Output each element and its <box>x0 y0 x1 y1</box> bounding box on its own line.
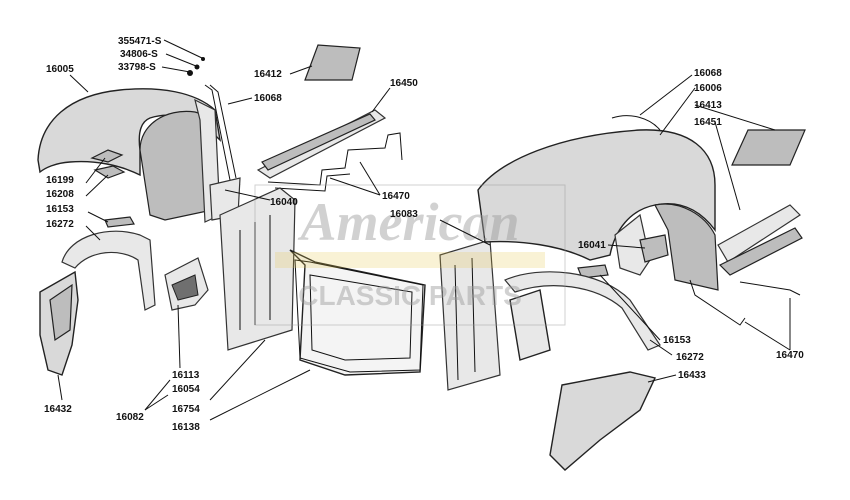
right-filler-16413 <box>731 129 806 166</box>
watermark-line1: American <box>297 192 519 252</box>
stone-shield-16432 <box>39 270 79 376</box>
right-fender-brace-16068 <box>611 115 661 131</box>
label-16113: 16113 <box>172 370 200 381</box>
bracket-16153 <box>104 216 135 228</box>
right-side-panel-16083 <box>439 239 501 391</box>
left-side-panel-16754 <box>219 187 296 351</box>
label-16208: 16208 <box>46 189 74 200</box>
label-16451: 16451 <box>694 117 722 128</box>
right-front-fender <box>477 129 719 291</box>
label-16040: 16040 <box>270 197 298 208</box>
part-number-labels: 355471-S 34806-S 33798-S 16005 16412 160… <box>44 36 804 433</box>
label-16153-left: 16153 <box>46 204 74 215</box>
label-16433: 16433 <box>678 370 706 381</box>
splash-apron-16450 <box>256 109 387 179</box>
left-brackets-16470 <box>267 132 403 192</box>
bracket-16041 <box>639 234 669 263</box>
left-filler-16412 <box>304 44 361 81</box>
wheelhouse-arch-16272 <box>61 230 156 311</box>
label-355471-s: 355471-S <box>118 36 162 47</box>
label-16005: 16005 <box>46 64 74 75</box>
label-16199: 16199 <box>46 175 74 186</box>
label-16272-right: 16272 <box>676 352 704 363</box>
label-16754: 16754 <box>172 404 200 415</box>
radiator-frame-16138 <box>289 249 426 376</box>
right-stone-shield-16433 <box>549 371 656 471</box>
label-16068-left: 16068 <box>254 93 282 104</box>
label-16272-left: 16272 <box>46 219 74 230</box>
housing-16113 <box>164 257 209 311</box>
label-16054: 16054 <box>172 384 200 395</box>
label-16138: 16138 <box>172 422 200 433</box>
label-16006: 16006 <box>694 83 722 94</box>
right-wheelhouse-arch-16272 <box>504 271 661 361</box>
label-16413: 16413 <box>694 100 722 111</box>
label-16041: 16041 <box>578 240 606 251</box>
label-16068-right: 16068 <box>694 68 722 79</box>
label-16412: 16412 <box>254 69 282 80</box>
watermark-logo: American CLASSIC PARTS <box>254 184 566 326</box>
right-brackets-16470 <box>689 279 801 326</box>
label-16470-left: 16470 <box>382 191 410 202</box>
label-16450: 16450 <box>390 78 418 89</box>
label-33798-s: 33798-S <box>118 62 156 73</box>
right-splash-apron-16451 <box>717 204 803 276</box>
label-16083: 16083 <box>390 209 418 220</box>
label-34806-s: 34806-S <box>120 49 158 60</box>
leader-lines <box>57 39 791 421</box>
label-16470-right: 16470 <box>776 350 804 361</box>
label-16432: 16432 <box>44 404 72 415</box>
label-16082: 16082 <box>116 412 144 423</box>
label-16153-right: 16153 <box>663 335 691 346</box>
watermark-line2: CLASSIC PARTS <box>298 280 522 311</box>
left-front-fender <box>37 88 222 223</box>
